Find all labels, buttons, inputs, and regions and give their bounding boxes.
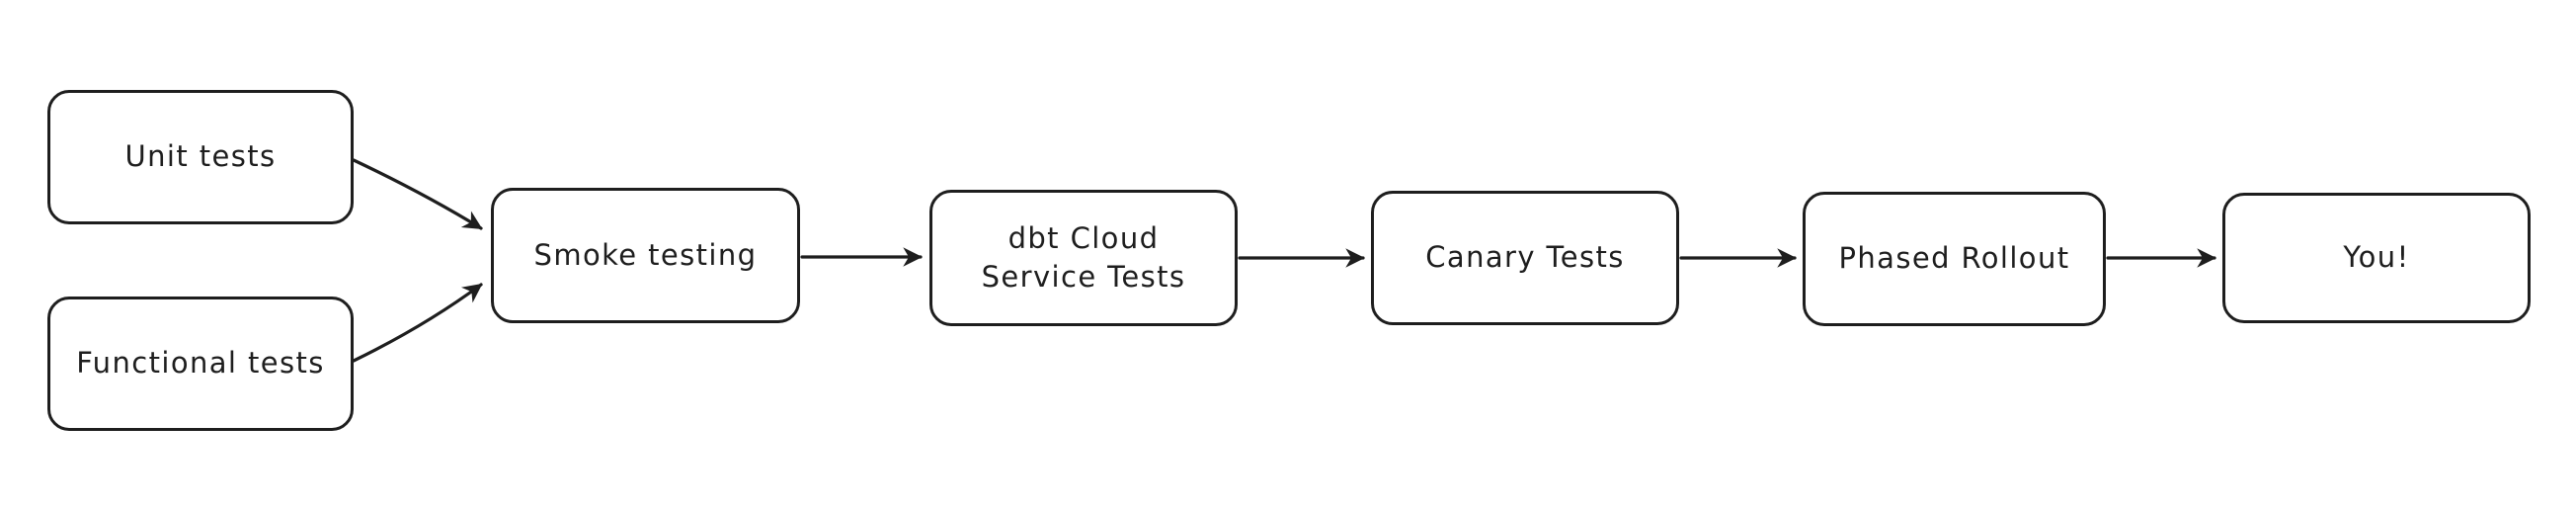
node-you[interactable]: You! <box>2222 193 2531 323</box>
node-smoke-testing[interactable]: Smoke testing <box>491 188 800 323</box>
node-label: Smoke testing <box>533 237 758 272</box>
node-label: Canary Tests <box>1425 240 1625 275</box>
edge-functional-to-smoke <box>352 283 483 363</box>
node-unit-tests[interactable]: Unit tests <box>47 90 354 224</box>
node-label: Unit tests <box>124 139 277 174</box>
node-canary-tests[interactable]: Canary Tests <box>1371 191 1679 325</box>
node-label: dbt Cloud Service Tests <box>981 220 1186 294</box>
node-label: Phased Rollout <box>1838 241 2070 276</box>
node-dbt-cloud-service-tests[interactable]: dbt Cloud Service Tests <box>929 190 1238 326</box>
edge-unit-to-smoke <box>352 158 483 230</box>
node-label: Functional tests <box>76 346 325 381</box>
node-phased-rollout[interactable]: Phased Rollout <box>1803 192 2106 326</box>
node-functional-tests[interactable]: Functional tests <box>47 297 354 431</box>
node-label: You! <box>2343 240 2410 275</box>
